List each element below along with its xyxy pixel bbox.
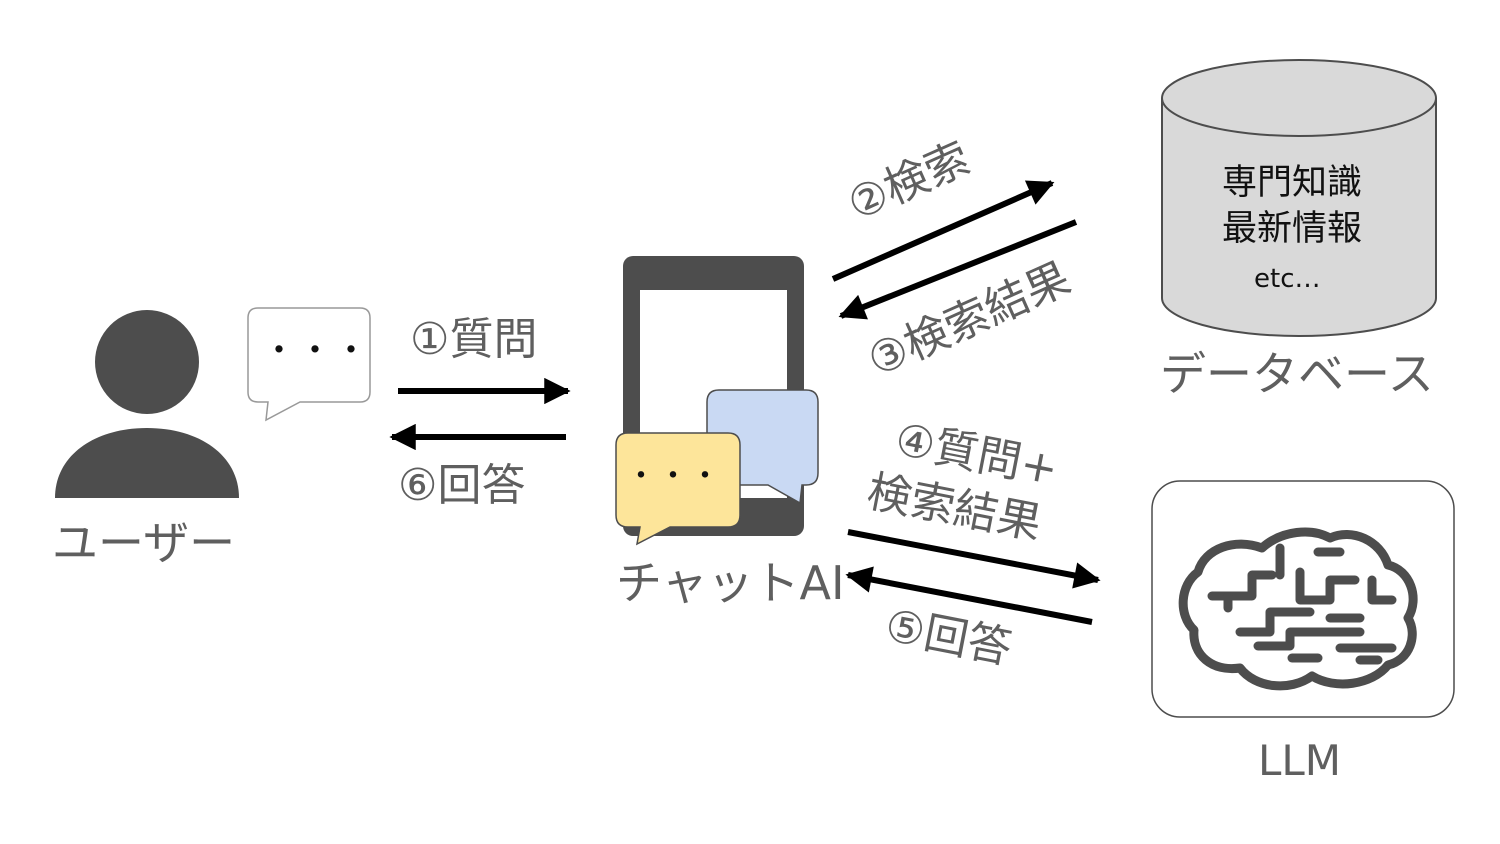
step-6-label: ⑥回答	[398, 460, 526, 511]
user-bubble-dots: ・・・	[262, 331, 370, 371]
step-1-label: ①質問	[410, 314, 538, 365]
yellow-chat-bubble	[615, 432, 741, 546]
chat-ai-label: チャットAI	[616, 556, 845, 610]
database-content-1: 専門知識	[1222, 163, 1363, 203]
user-speech-bubble	[247, 307, 371, 422]
database-content-3: etc…	[1254, 264, 1321, 294]
llm-label: LLM	[1258, 736, 1342, 785]
user-label: ユーザー	[52, 516, 236, 570]
chat-bubble-dots: ・・・	[626, 459, 722, 494]
person-icon	[55, 310, 239, 498]
brain-icon	[1178, 527, 1418, 691]
arrow-question-plus-result	[847, 529, 1101, 589]
database-content-2: 最新情報	[1222, 209, 1363, 249]
database-cylinder-icon	[1161, 59, 1437, 337]
database-label: データベース	[1160, 347, 1434, 401]
arrow-search	[831, 180, 1055, 282]
arrow-llm-answer	[845, 566, 1093, 625]
arrow-search-result	[838, 219, 1078, 320]
